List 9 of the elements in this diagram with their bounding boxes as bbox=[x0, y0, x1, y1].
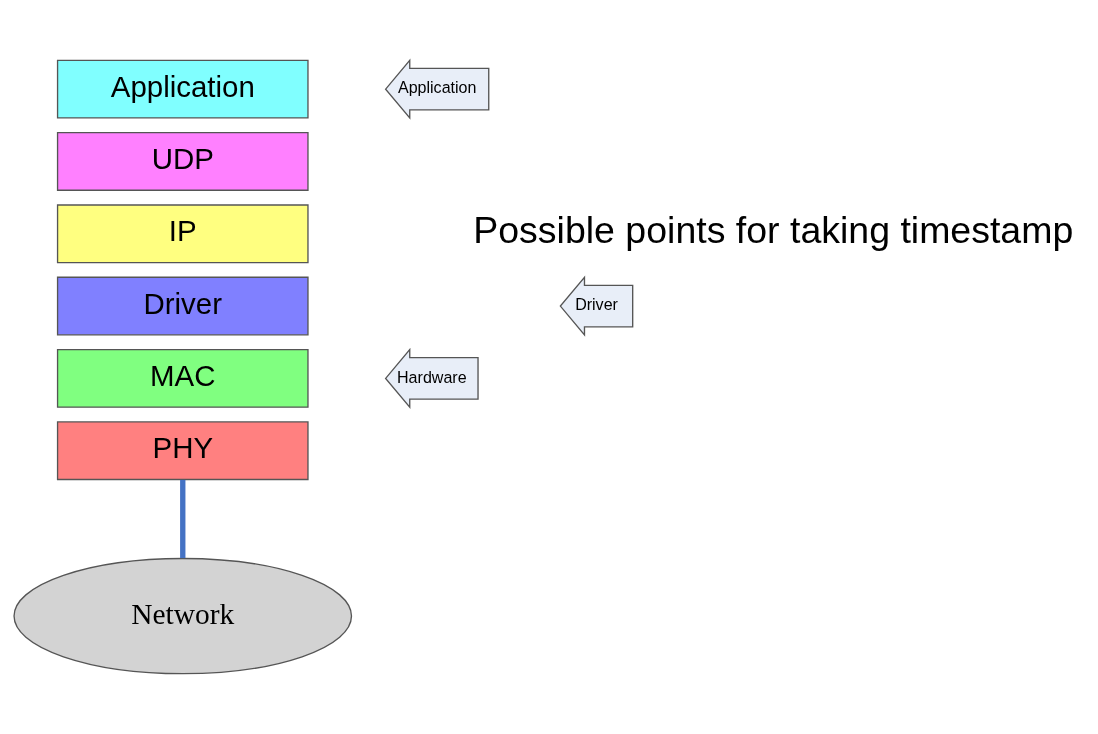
node-box: Application bbox=[56, 59, 309, 119]
node-ellipse: Network bbox=[13, 557, 353, 675]
node-box: Driver bbox=[56, 276, 309, 336]
connector bbox=[180, 479, 186, 559]
node-box: IP bbox=[56, 204, 309, 264]
node-box: UDP bbox=[56, 132, 309, 191]
node-box: PHY bbox=[56, 421, 309, 481]
node-box: MAC bbox=[56, 348, 309, 408]
label: Possible points for taking timestamp bbox=[473, 209, 1074, 251]
